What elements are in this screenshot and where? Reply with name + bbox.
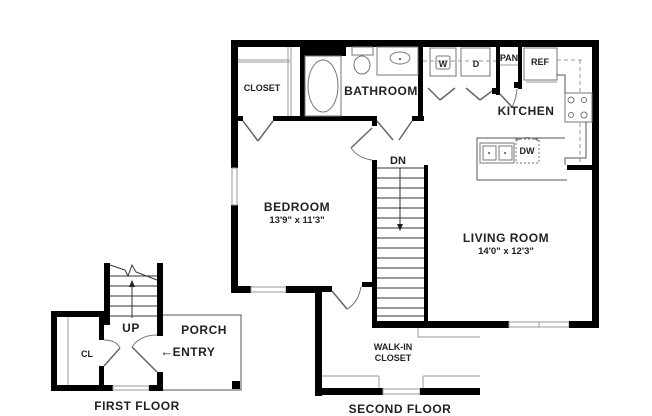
ff-stair-wall-right (157, 263, 163, 336)
stair-up-label: UP (122, 321, 140, 335)
dryer-label: D (473, 59, 480, 69)
porch-post (232, 381, 240, 389)
bathroom-door[interactable] (376, 120, 413, 141)
entry-label: ENTRY (173, 345, 216, 359)
ff-closet-label: CL (81, 349, 93, 359)
bedroom-bottom-wall-b (286, 286, 322, 293)
bedroom-top-wall-a (231, 116, 243, 121)
pantry-label: PAN (500, 53, 518, 63)
refrigerator (523, 47, 558, 81)
closet-label: CLOSET (244, 83, 281, 93)
walkin-closet-label-2: CLOSET (375, 353, 412, 363)
porch-label: PORCH (181, 323, 227, 337)
bedroom-dimensions: 13'9" x 11'3" (269, 215, 324, 226)
laundry-stub (492, 88, 500, 94)
walkin-window (382, 388, 421, 395)
ff-bottom-wall-b (149, 385, 163, 391)
bedroom-window-bottom (250, 286, 287, 293)
washer-lid (435, 55, 451, 70)
pan-stub (514, 82, 522, 88)
arrow-up-icon (129, 280, 135, 287)
ff-closet-divider-b (99, 366, 104, 388)
bath-top-block (300, 47, 346, 56)
washer-label: W (439, 59, 448, 69)
bedroom-top-wall-b (273, 116, 377, 121)
ff-closet-top (51, 311, 110, 317)
ff-closet-left (51, 311, 57, 391)
living-room-dimensions: 14'0" x 12'3" (478, 246, 534, 257)
pantry-door[interactable] (499, 88, 518, 108)
refrigerator-label: REF (531, 57, 550, 67)
ff-bottom-wall-a (51, 385, 113, 391)
bathroom-label: BATHROOM (344, 84, 418, 98)
dishwasher (515, 138, 540, 164)
stair-dn-label: DN (390, 155, 406, 167)
bedroom-top-wall-c (372, 116, 377, 126)
stairs-down[interactable] (377, 167, 424, 317)
bedroom-stair-stub (362, 282, 377, 287)
toilet-tank (351, 46, 374, 56)
kitchen-label: KITCHEN (498, 104, 555, 118)
wall-left-lower (231, 205, 238, 293)
stair-wall-right (424, 165, 428, 326)
living-bottom-wall-a (372, 321, 509, 328)
wall-right-upper (592, 40, 599, 168)
bedroom-walkin-divider (322, 286, 332, 292)
walkin-wall-left (315, 286, 322, 396)
kitchen-right-stub (567, 165, 599, 170)
ff-window (112, 385, 150, 391)
walkin-closet-door[interactable] (331, 286, 362, 310)
second-floor-label: SECOND FLOOR (349, 402, 452, 416)
wall-left-upper (231, 40, 238, 168)
toilet-bowl (353, 55, 371, 75)
second-floor-plan: W D PAN REF DW (231, 40, 599, 416)
walkin-closet-label-1: WALK-IN (374, 342, 413, 352)
living-bottom-wall-b (569, 321, 599, 328)
ff-closet-door[interactable] (103, 339, 121, 367)
living-room-label: LIVING ROOM (463, 231, 549, 245)
laundry-pan-wall (496, 47, 500, 95)
dryer (460, 47, 491, 77)
walkin-wall-bottom-a (315, 388, 383, 395)
tub-basin (307, 59, 339, 113)
entry-arrow-icon: ← (160, 344, 174, 359)
first-floor-plan: UP CL PORCH ← ENTRY FIRST FLOOR (51, 263, 242, 413)
wall-right-lower (592, 168, 599, 328)
wall-top (231, 40, 598, 47)
arrow-down-icon (397, 224, 403, 231)
ff-entry-door[interactable] (131, 334, 158, 373)
laundry-door[interactable] (427, 87, 493, 101)
closet-door[interactable] (242, 120, 274, 142)
closet-bath-wall (300, 47, 305, 117)
ff-stair-wall-left (104, 263, 110, 325)
stairs-up[interactable] (109, 263, 158, 318)
ff-closet-divider-a (99, 317, 104, 340)
bedroom-window-left (231, 167, 238, 206)
ff-entry-post (157, 372, 163, 391)
stair-door[interactable] (350, 127, 373, 161)
stair-wall-left (372, 160, 377, 328)
bedroom-label: BEDROOM (264, 200, 330, 214)
bath-laundry-wall (418, 47, 423, 121)
walkin-wall-bottom-b (420, 388, 480, 395)
first-floor-label: FIRST FLOOR (94, 399, 180, 413)
dishwasher-label: DW (520, 146, 535, 156)
bedroom-bottom-wall-a (231, 286, 251, 293)
pan-ref-wall (518, 47, 522, 89)
